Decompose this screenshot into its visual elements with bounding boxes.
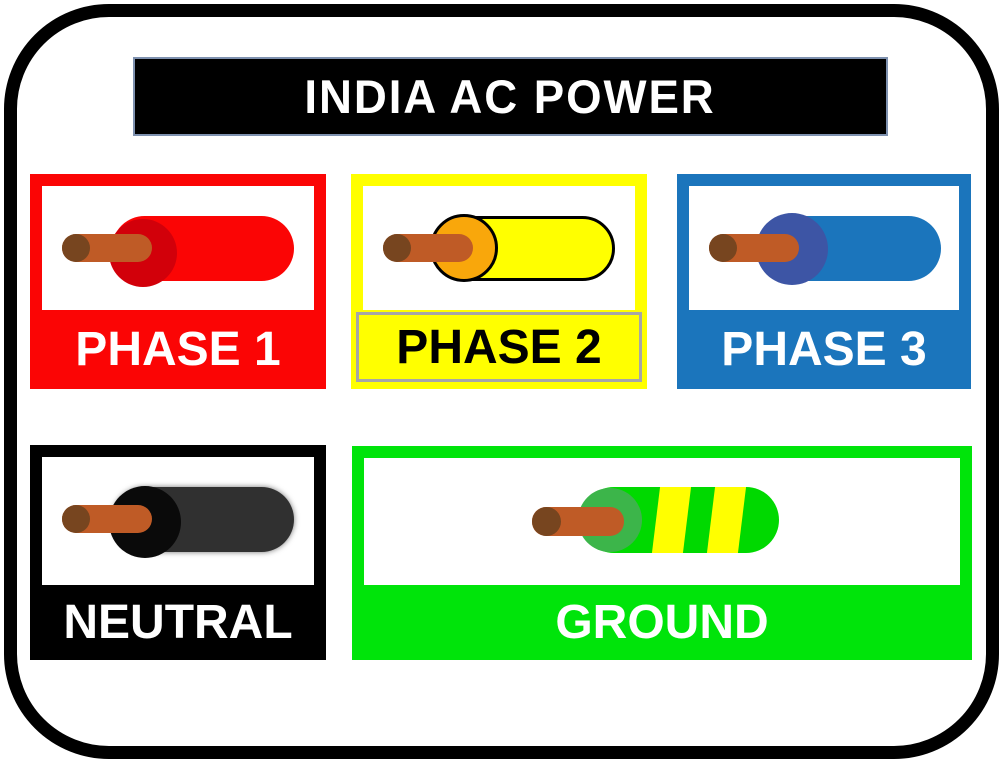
- yellow-wire-icon: [363, 186, 635, 310]
- ground-card: GROUND: [352, 446, 972, 660]
- phase3-card: PHASE 3: [677, 174, 971, 389]
- phase1-card: PHASE 1: [30, 174, 326, 389]
- phase2-wire-illustration: [363, 186, 635, 310]
- phase1-label: PHASE 1: [75, 323, 281, 376]
- phase1-label-band: PHASE 1: [30, 310, 326, 389]
- phase2-card: PHASE 2: [351, 174, 647, 389]
- green-yellow-wire-icon: [364, 458, 960, 585]
- blue-wire-icon: [689, 186, 959, 310]
- phase3-wire-illustration: [689, 186, 959, 310]
- neutral-label-band: NEUTRAL: [30, 585, 326, 660]
- title-banner: INDIA AC POWER: [133, 57, 888, 136]
- ground-label-band: GROUND: [352, 585, 972, 660]
- black-wire-icon: [42, 457, 314, 585]
- phase2-label: PHASE 2: [396, 320, 602, 374]
- wire-conductor-tip: [62, 234, 90, 262]
- ground-yellow-stripe: [705, 487, 748, 553]
- wire-conductor-tip: [62, 505, 90, 533]
- ground-wire-illustration: [364, 458, 960, 585]
- neutral-label: NEUTRAL: [63, 596, 293, 649]
- page-title: INDIA AC POWER: [304, 70, 717, 123]
- phase1-wire-illustration: [42, 186, 314, 310]
- rounded-outer-frame: [4, 4, 999, 759]
- phase2-label-band: PHASE 2: [356, 312, 642, 382]
- phase3-label: PHASE 3: [721, 323, 927, 376]
- wire-conductor-tip: [709, 234, 737, 262]
- wire-conductor-tip: [532, 507, 561, 536]
- phase3-label-band: PHASE 3: [677, 310, 971, 389]
- neutral-card: NEUTRAL: [30, 445, 326, 660]
- ground-yellow-stripe: [650, 487, 693, 553]
- ground-label: GROUND: [555, 596, 769, 649]
- wire-conductor-tip: [383, 234, 411, 262]
- neutral-wire-illustration: [42, 457, 314, 585]
- red-wire-icon: [42, 186, 314, 310]
